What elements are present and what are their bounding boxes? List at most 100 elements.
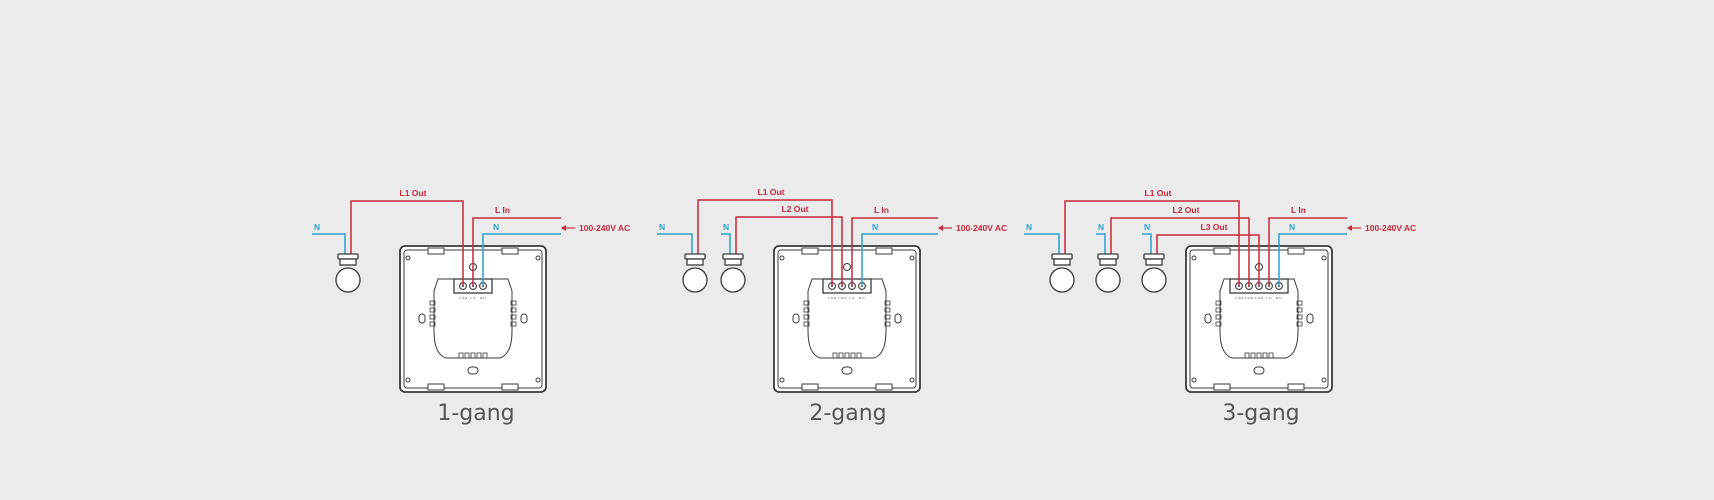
neutral-in-wire bbox=[861, 233, 938, 286]
side-vent bbox=[884, 314, 891, 320]
output-wire bbox=[1156, 234, 1260, 286]
lamp-neutral-wire bbox=[657, 233, 693, 254]
side-vent bbox=[884, 307, 891, 313]
lamp-globe bbox=[1049, 267, 1075, 293]
screw-hole bbox=[405, 377, 411, 383]
light-bulb-icon bbox=[1049, 253, 1075, 293]
panel-inner bbox=[777, 249, 917, 389]
mounting-tab bbox=[801, 383, 819, 391]
lamp-globe bbox=[682, 267, 708, 293]
lamp-base bbox=[339, 258, 357, 266]
side-vent bbox=[1215, 307, 1222, 313]
bottom-vent bbox=[1262, 352, 1268, 359]
output-wire bbox=[1064, 200, 1240, 286]
line-in-label: L In bbox=[1291, 205, 1306, 215]
supply-arrow-head bbox=[938, 225, 943, 231]
screw-hole bbox=[779, 255, 785, 261]
side-clip bbox=[1306, 313, 1314, 324]
lamp-base bbox=[1053, 258, 1071, 266]
line-in-label: L In bbox=[874, 205, 889, 215]
screw-hole bbox=[535, 377, 541, 383]
lamp-neutral-label: N bbox=[1098, 222, 1104, 232]
bottom-vent bbox=[1250, 352, 1256, 359]
output-label: L3 Out bbox=[1201, 222, 1228, 232]
screw-hole bbox=[405, 255, 411, 261]
screw-hole bbox=[909, 255, 915, 261]
light-bulb-icon bbox=[720, 253, 746, 293]
neutral-in-wire bbox=[482, 233, 561, 286]
lamp-globe bbox=[720, 267, 746, 293]
lamp-socket bbox=[722, 253, 744, 260]
side-vent bbox=[429, 307, 436, 313]
side-clip bbox=[894, 313, 902, 324]
light-bulb-icon bbox=[1141, 253, 1167, 293]
output-label: L1 Out bbox=[758, 187, 785, 197]
bottom-vent bbox=[1244, 352, 1250, 359]
lamp-base bbox=[1099, 258, 1117, 266]
line-in-wire bbox=[1268, 217, 1347, 286]
line-in-wire bbox=[472, 217, 561, 286]
terminal-label: L Out bbox=[1255, 296, 1264, 300]
output-wire bbox=[697, 199, 833, 286]
diagram-caption: 1-gang bbox=[437, 401, 514, 426]
output-label: L2 Out bbox=[1173, 205, 1200, 215]
output-wire bbox=[350, 200, 464, 286]
lamp-neutral-label: N bbox=[1026, 222, 1032, 232]
output-wire bbox=[735, 216, 843, 286]
neutral-in-label: N bbox=[872, 222, 878, 232]
terminal-label: N In bbox=[859, 296, 865, 300]
side-vent bbox=[803, 307, 810, 313]
screw-hole bbox=[779, 377, 785, 383]
side-vent bbox=[1296, 307, 1303, 313]
screw-hole bbox=[1321, 255, 1327, 261]
lamp-neutral-wire bbox=[1024, 233, 1060, 254]
lamp-base bbox=[1145, 258, 1163, 266]
bottom-vent bbox=[838, 352, 844, 359]
terminal-label: L Out bbox=[828, 296, 837, 300]
bottom-vent bbox=[856, 352, 862, 359]
screw-hole bbox=[909, 377, 915, 383]
side-vent bbox=[510, 307, 517, 313]
lamp-neutral-label: N bbox=[1144, 222, 1150, 232]
terminal-label: L Out bbox=[1245, 296, 1254, 300]
bottom-vent bbox=[464, 352, 470, 359]
terminal-label: N In bbox=[1276, 296, 1282, 300]
screw-hole bbox=[535, 255, 541, 261]
terminal-label: L Out bbox=[1235, 296, 1244, 300]
lamp-neutral-label: N bbox=[723, 222, 729, 232]
side-clip bbox=[418, 313, 426, 324]
side-vent bbox=[510, 300, 517, 306]
side-vent bbox=[1215, 314, 1222, 320]
lamp-socket bbox=[1143, 253, 1165, 260]
side-vent bbox=[1215, 321, 1222, 327]
supply-label: 100-240V AC bbox=[956, 223, 1007, 233]
lamp-socket bbox=[1097, 253, 1119, 260]
lamp-neutral-wire bbox=[1096, 233, 1106, 254]
lamp-neutral-wire bbox=[1142, 233, 1152, 254]
neutral-in-label: N bbox=[493, 222, 499, 232]
lamp-base bbox=[724, 258, 742, 266]
bottom-vent bbox=[1256, 352, 1262, 359]
mounting-tab bbox=[1287, 247, 1305, 255]
lamp-globe bbox=[1141, 267, 1167, 293]
side-clip bbox=[520, 313, 528, 324]
output-label: L1 Out bbox=[1145, 188, 1172, 198]
terminal-label: L In bbox=[1266, 296, 1272, 300]
light-bulb-icon bbox=[1095, 253, 1121, 293]
side-vent bbox=[429, 314, 436, 320]
lamp-neutral-wire bbox=[721, 233, 731, 254]
bottom-vent bbox=[476, 352, 482, 359]
supply-arrow-head bbox=[1347, 225, 1352, 231]
neutral-in-wire bbox=[1278, 233, 1347, 286]
screw-hole bbox=[1191, 377, 1197, 383]
lamp-neutral-wire bbox=[312, 233, 346, 254]
side-vent bbox=[803, 314, 810, 320]
diagram-caption: 2-gang bbox=[809, 401, 886, 426]
side-vent bbox=[884, 300, 891, 306]
supply-label: 100-240V AC bbox=[1365, 223, 1416, 233]
